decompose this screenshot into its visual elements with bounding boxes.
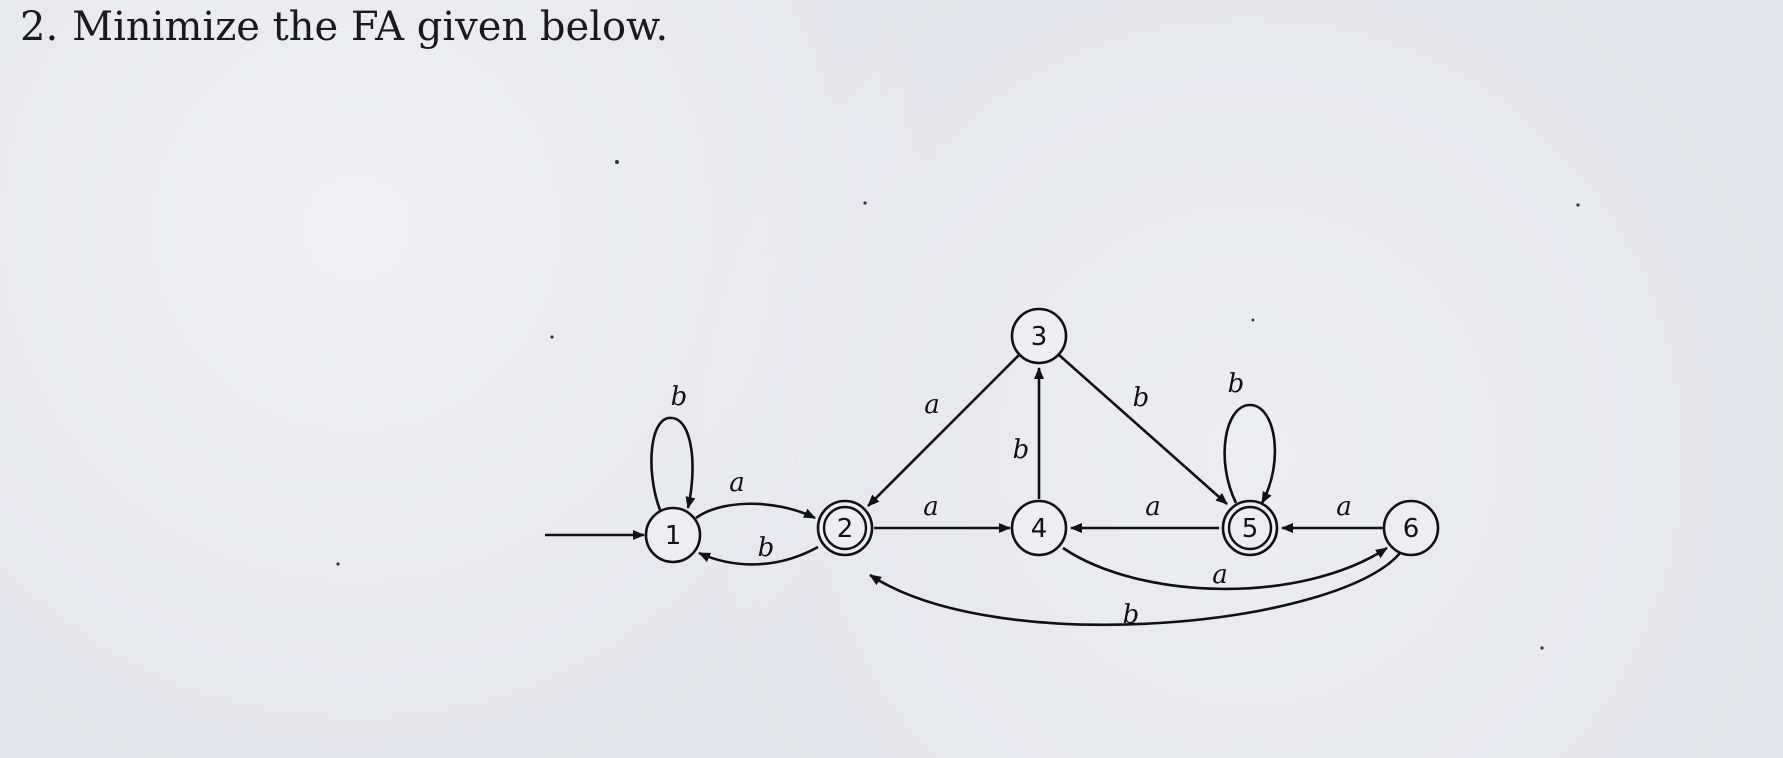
transition-6-to-2-arrow: [869, 552, 1401, 627]
scan-speck: [550, 335, 554, 339]
scan-speck: [1576, 203, 1580, 207]
transition-2-to-4-symbol: a: [923, 492, 939, 522]
transition-5-to-4-symbol: a: [1145, 492, 1161, 522]
state-circle: [1221, 499, 1279, 557]
transition-3-to-5-arrow: [1058, 354, 1228, 505]
state-1: 1: [644, 506, 702, 564]
state-3: 3: [1010, 307, 1068, 365]
transition-3-to-5-symbol: b: [1133, 383, 1150, 413]
transition-4-to-3-symbol: b: [1013, 435, 1030, 465]
transition-6-to-2-symbol: b: [1123, 600, 1140, 630]
scan-speck: [615, 160, 619, 164]
state-circle: [1010, 499, 1068, 557]
transition-3-to-2-symbol: a: [924, 390, 940, 420]
state-circle: [1382, 499, 1440, 557]
state-6: 6: [1382, 499, 1440, 557]
state-label: 2: [837, 514, 854, 544]
state-label: 3: [1031, 322, 1048, 352]
state-4: 4: [1010, 499, 1068, 557]
state-2-accepting: 2: [816, 499, 874, 557]
state-label: 5: [1242, 514, 1259, 544]
transition-1-to-2-symbol: a: [729, 468, 745, 498]
transition-2-to-1-arrow: [698, 545, 819, 566]
question-text: Minimize the FA given below.: [72, 4, 669, 50]
state-label: 6: [1403, 514, 1420, 544]
scan-speck: [1540, 646, 1544, 650]
transition-1-to-1-symbol: b: [671, 382, 688, 412]
transition-2-to-1-symbol: b: [758, 533, 775, 563]
state-circle: [1010, 307, 1068, 365]
transition-3-to-2-arrow: [867, 354, 1020, 507]
state-label: 1: [665, 521, 682, 551]
transition-6-to-5-symbol: a: [1336, 492, 1352, 522]
accepting-ring: [822, 505, 868, 551]
state-circle: [644, 506, 702, 564]
transition-5-to-5-arrow: [1223, 403, 1277, 504]
transition-5-to-5-symbol: b: [1228, 369, 1245, 399]
scan-speck: [1251, 318, 1255, 322]
transition-edges: [545, 354, 1401, 627]
scan-speck: [336, 562, 340, 566]
transition-4-to-6-symbol: a: [1212, 560, 1228, 590]
scan-speck: [863, 201, 867, 205]
accepting-ring: [1227, 505, 1273, 551]
state-5-accepting: 5: [1221, 499, 1279, 557]
state-label: 4: [1031, 514, 1048, 544]
transition-4-to-6-arrow: [1062, 546, 1388, 591]
state-circle: [816, 499, 874, 557]
question-heading: 2. Minimize the FA given below.: [20, 4, 668, 50]
question-number: 2.: [20, 4, 59, 50]
transition-1-to-1-arrow: [650, 416, 696, 511]
transition-labels: b a b a a b b a a b a b: [671, 369, 1352, 630]
automaton-states: 1 2 3 4 5 6: [644, 307, 1440, 564]
transition-1-to-2-arrow: [695, 502, 816, 520]
